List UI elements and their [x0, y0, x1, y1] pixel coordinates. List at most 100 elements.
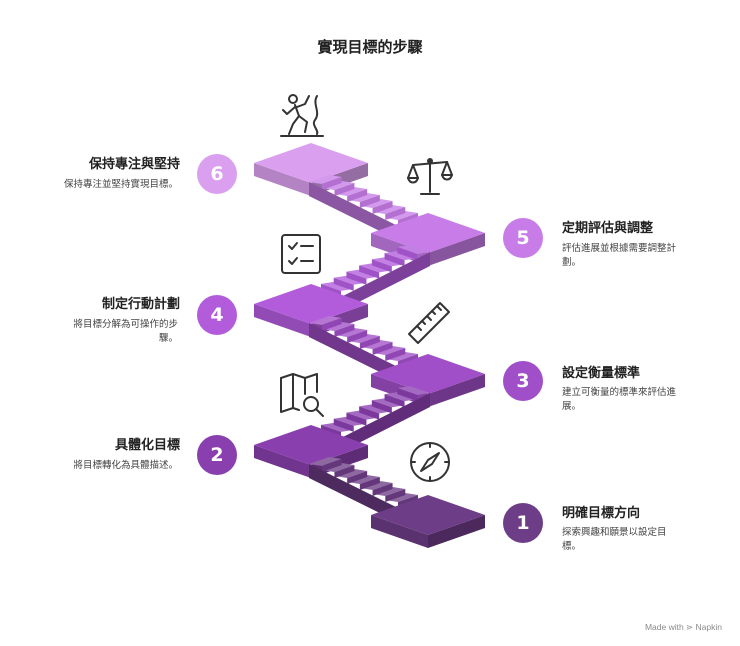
step-1-title: 明確目標方向 — [562, 506, 641, 521]
stair-1-tread-2 — [372, 487, 406, 496]
stair-4-stringer — [341, 252, 430, 311]
diagram-title: 實現目標的步驟 — [317, 38, 423, 56]
stair-4-tread-6 — [384, 251, 418, 261]
stair-4-riser-3 — [346, 271, 367, 285]
step-4-badge: 4 — [197, 295, 237, 335]
stair-5-tread-1 — [385, 211, 418, 220]
stair-1-stringer — [309, 464, 398, 522]
stair-4-riser-6 — [384, 253, 405, 267]
stair-2-riser-6 — [384, 394, 405, 408]
stair-2-riser-2 — [333, 418, 354, 432]
step-3-title: 設定衡量標準 — [562, 366, 641, 381]
step-3-badge: 3 — [503, 361, 543, 401]
stair-2-tread-2 — [333, 416, 367, 426]
ruler-icon — [408, 302, 450, 344]
step-3-desc: 建立可衡量的標準來評估進展。 — [562, 387, 677, 412]
platform-3-right-face — [428, 374, 485, 407]
stair-4-tread-7 — [397, 245, 430, 254]
stair-5-tread-5 — [334, 187, 368, 196]
stair-1-tread-4 — [347, 475, 380, 484]
stair-1-tread-6 — [321, 463, 355, 472]
stair-3-stringer — [309, 323, 398, 381]
stair-2-tread-5 — [371, 398, 405, 408]
stair-3-tread-7 — [309, 316, 342, 325]
stair-5-tread-6 — [321, 181, 355, 190]
stair-5-riser-7 — [321, 177, 342, 190]
stair-3-riser-7 — [321, 318, 342, 331]
platform-6-top — [254, 143, 368, 183]
stair-1-tread-5 — [334, 469, 368, 478]
stair-4-tread-1 — [321, 281, 354, 291]
stair-2-riser-4 — [359, 406, 380, 420]
step-2-title: 具體化目標 — [114, 438, 180, 453]
platform-5-top — [371, 213, 485, 253]
step-2-desc: 將目標轉化為具體描述。 — [73, 460, 178, 471]
platform-2-left-face — [254, 445, 311, 478]
stair-5-riser-2 — [385, 207, 406, 220]
platform-4-left-face — [254, 304, 311, 337]
stair-1-tread-3 — [359, 481, 393, 490]
stair-3-tread-5 — [334, 328, 368, 337]
stair-3-tread-2 — [372, 346, 406, 355]
stair-4-tread-2 — [333, 275, 367, 285]
stair-4-tread-5 — [371, 257, 405, 267]
step-1-desc: 探索興趣和願景以設定目標。 — [562, 527, 667, 552]
stair-5-tread-3 — [359, 199, 393, 208]
stair-4-riser-7 — [397, 247, 418, 261]
stair-5-stringer — [309, 182, 398, 240]
stair-3-riser-6 — [334, 324, 355, 337]
compass-icon — [410, 442, 450, 482]
step-4-title: 制定行動計劃 — [101, 297, 180, 312]
stair-1-tread-7 — [309, 457, 342, 466]
stair-1-riser-6 — [334, 465, 355, 478]
stair-2-tread-6 — [384, 392, 418, 402]
stair-5-riser-4 — [359, 195, 380, 208]
stair-4-riser-4 — [359, 265, 380, 279]
platform-2-top — [254, 425, 368, 465]
stair-1-riser-2 — [385, 489, 406, 502]
platform-1-left-face — [371, 515, 428, 548]
step-5-desc: 評估進展並根據需要調整計劃。 — [562, 243, 677, 268]
stair-4-riser-5 — [371, 259, 392, 273]
stair-4-tread-3 — [346, 269, 380, 279]
stair-3-tread-3 — [359, 340, 393, 349]
platform-5-right-face — [428, 233, 485, 266]
stair-5-riser-5 — [347, 189, 368, 202]
stair-2-tread-3 — [346, 410, 380, 420]
platform-4-top — [254, 284, 368, 324]
map-search-icon — [280, 373, 324, 417]
stair-3-riser-2 — [385, 348, 406, 361]
stair-1-riser-5 — [347, 471, 368, 484]
platform-3-top — [371, 354, 485, 394]
stair-2-stringer — [341, 393, 430, 452]
stair-3-riser-5 — [347, 330, 368, 343]
stair-5-riser-6 — [334, 183, 355, 196]
step-6-badge: 6 — [197, 154, 237, 194]
step-6-title: 保持專注與堅持 — [88, 157, 180, 172]
scales-icon — [407, 158, 453, 195]
stair-5-riser-3 — [372, 201, 393, 214]
stair-4-riser-2 — [333, 277, 354, 291]
stair-2-riser-5 — [371, 400, 392, 414]
stair-5-tread-7 — [309, 175, 342, 184]
step-5-title: 定期評估與調整 — [562, 221, 654, 236]
napkin-watermark: Made with ⋗ Napkin — [644, 622, 722, 632]
climber-icon — [280, 94, 324, 137]
step-2-badge: 2 — [197, 435, 237, 475]
stair-4-tread-4 — [359, 263, 392, 273]
stair-1-riser-4 — [359, 477, 380, 490]
stair-1-riser-7 — [321, 459, 342, 472]
checklist-icon — [281, 234, 321, 274]
stair-1-tread-1 — [385, 493, 418, 502]
step-5-badge: 5 — [503, 218, 543, 258]
stair-5-tread-2 — [372, 205, 406, 214]
stair-2-tread-4 — [359, 404, 392, 414]
stair-5-tread-4 — [347, 193, 380, 202]
stair-3-tread-4 — [347, 334, 380, 343]
stair-2-riser-3 — [346, 412, 367, 426]
stair-2-tread-7 — [397, 386, 430, 395]
platform-6-left-face — [254, 163, 311, 196]
stair-3-riser-4 — [359, 336, 380, 349]
step-6-desc: 保持專注並堅持實現目標。 — [63, 179, 178, 190]
